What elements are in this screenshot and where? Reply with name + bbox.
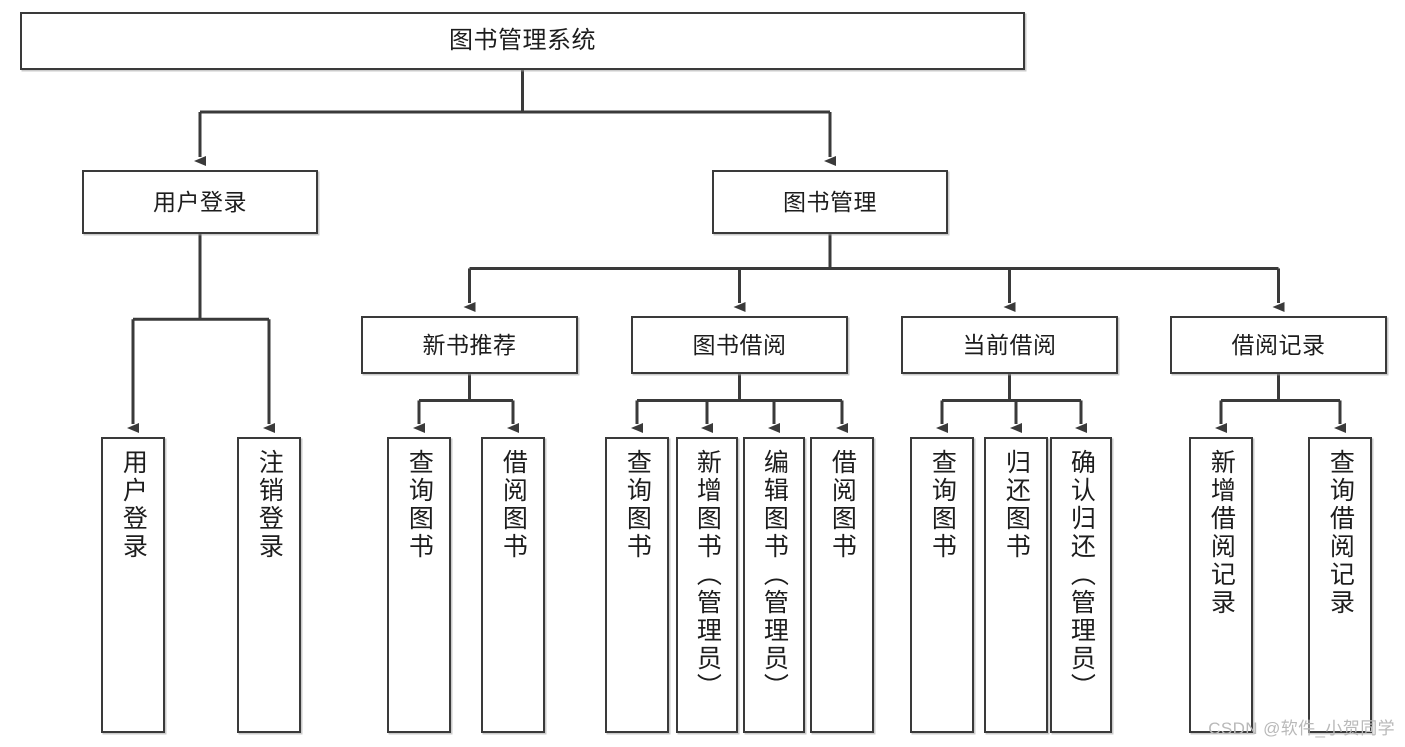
node-leaf-borrow-book-2[interactable]: 借阅图书 xyxy=(810,437,874,733)
node-leaf-return-book-label: 归还图书 xyxy=(1002,449,1031,561)
node-leaf-confirm-return-admin-label: 确认归还（管理员） xyxy=(1067,449,1096,701)
node-new-book-recommend[interactable]: 新书推荐 xyxy=(361,316,578,374)
connector-spine xyxy=(942,374,1081,402)
node-book-borrow[interactable]: 图书借阅 xyxy=(631,316,848,374)
node-leaf-add-book-admin-label: 新增图书（管理员） xyxy=(693,449,722,701)
node-leaf-query-borrow-record[interactable]: 查询借阅记录 xyxy=(1308,437,1372,733)
node-leaf-user-logout[interactable]: 注销登录 xyxy=(237,437,301,733)
node-current-borrow-label: 当前借阅 xyxy=(962,331,1057,358)
connector-spine xyxy=(419,374,513,402)
node-root-label: 图书管理系统 xyxy=(449,27,596,55)
node-leaf-add-book-admin[interactable]: 新增图书（管理员） xyxy=(676,437,738,733)
node-leaf-borrow-book-1-label: 借阅图书 xyxy=(499,449,528,561)
node-leaf-query-book-1[interactable]: 查询图书 xyxy=(387,437,451,733)
node-root[interactable]: 图书管理系统 xyxy=(20,12,1025,70)
node-leaf-confirm-return-admin[interactable]: 确认归还（管理员） xyxy=(1050,437,1112,733)
node-leaf-add-borrow-record[interactable]: 新增借阅记录 xyxy=(1189,437,1253,733)
connector-spine xyxy=(133,234,269,321)
node-leaf-return-book[interactable]: 归还图书 xyxy=(984,437,1048,733)
node-leaf-edit-book-admin-label: 编辑图书（管理员） xyxy=(760,449,789,701)
node-leaf-edit-book-admin[interactable]: 编辑图书（管理员） xyxy=(743,437,805,733)
connector-spine xyxy=(200,70,830,114)
node-user-login-label: 用户登录 xyxy=(153,188,247,215)
node-leaf-borrow-book-1[interactable]: 借阅图书 xyxy=(481,437,545,733)
node-leaf-add-borrow-record-label: 新增借阅记录 xyxy=(1207,449,1236,617)
node-leaf-query-book-2[interactable]: 查询图书 xyxy=(605,437,669,733)
node-leaf-user-logout-label: 注销登录 xyxy=(255,449,284,561)
node-book-borrow-label: 图书借阅 xyxy=(692,331,787,358)
node-current-borrow[interactable]: 当前借阅 xyxy=(901,316,1118,374)
node-leaf-borrow-book-2-label: 借阅图书 xyxy=(828,449,857,561)
watermark-text: CSDN @软件_小贺同学 xyxy=(1208,719,1395,738)
node-leaf-query-book-3-label: 查询图书 xyxy=(928,449,957,561)
node-leaf-query-borrow-record-label: 查询借阅记录 xyxy=(1326,449,1355,617)
connector-spine xyxy=(637,374,842,402)
node-borrow-record-label: 借阅记录 xyxy=(1231,331,1326,358)
node-book-manage-label: 图书管理 xyxy=(783,188,877,215)
node-new-book-recommend-label: 新书推荐 xyxy=(422,331,517,358)
connector-spine xyxy=(1221,374,1340,402)
node-book-manage[interactable]: 图书管理 xyxy=(712,170,948,234)
node-leaf-query-book-3[interactable]: 查询图书 xyxy=(910,437,974,733)
node-leaf-user-login[interactable]: 用户登录 xyxy=(101,437,165,733)
node-user-login[interactable]: 用户登录 xyxy=(82,170,318,234)
node-leaf-user-login-label: 用户登录 xyxy=(119,449,148,561)
node-leaf-query-book-1-label: 查询图书 xyxy=(405,449,434,561)
node-borrow-record[interactable]: 借阅记录 xyxy=(1170,316,1387,374)
connector-spine xyxy=(469,234,1279,270)
node-leaf-query-book-2-label: 查询图书 xyxy=(623,449,652,561)
